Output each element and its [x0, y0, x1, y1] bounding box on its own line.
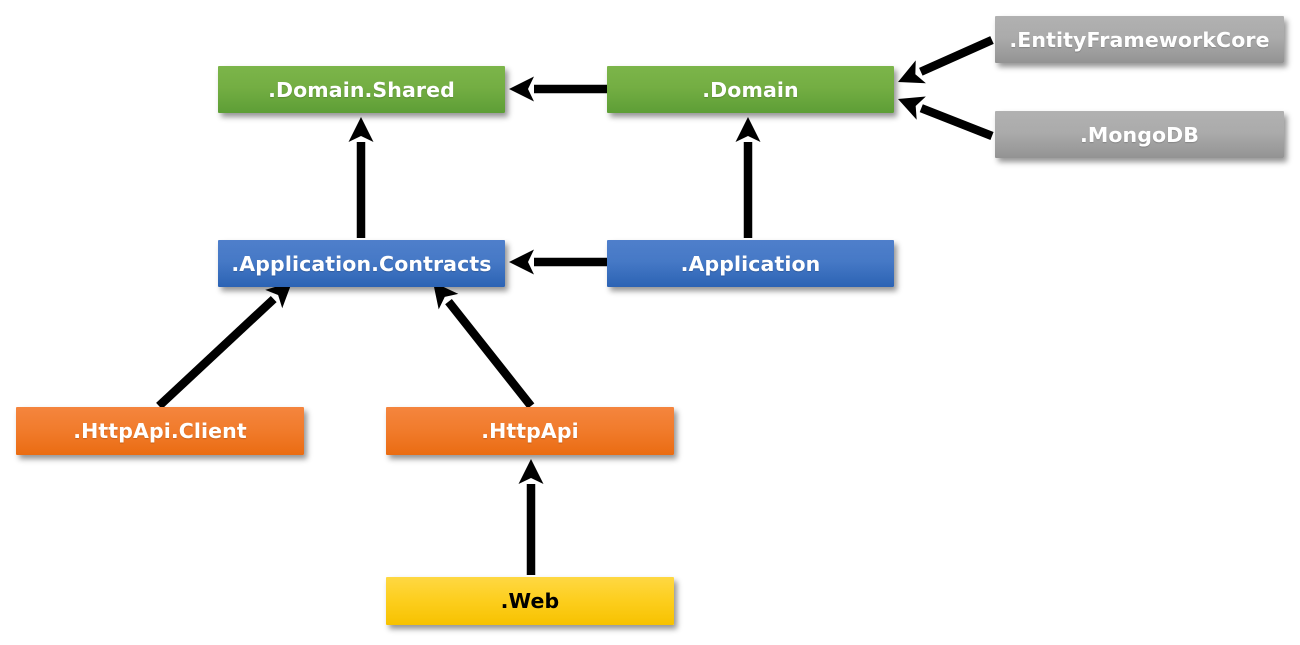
node-application[interactable]: .Application: [607, 240, 894, 287]
node-httpapi-client[interactable]: .HttpApi.Client: [16, 407, 304, 455]
edge-efcore-to-domain: [898, 36, 994, 84]
edge-web-to-httpapi: [518, 459, 544, 575]
node-domain[interactable]: .Domain: [607, 66, 894, 113]
node-entityframeworkcore[interactable]: .EntityFrameworkCore: [995, 16, 1284, 63]
node-label: .Domain.Shared: [268, 77, 455, 102]
node-httpapi[interactable]: .HttpApi: [386, 407, 674, 455]
node-label: .Application: [680, 251, 821, 276]
edge-application-to-contracts: [509, 249, 607, 275]
node-label: .EntityFrameworkCore: [1009, 27, 1270, 52]
edge-application-to-domain: [735, 117, 761, 238]
edge-httpapi-client-to-contracts: [156, 282, 292, 410]
node-web[interactable]: .Web: [386, 577, 674, 625]
node-label: .Application.Contracts: [231, 251, 492, 276]
node-label: .Web: [500, 589, 560, 613]
edge-mongodb-to-domain: [898, 96, 994, 140]
edge-httpapi-to-contracts: [433, 282, 535, 409]
node-mongodb[interactable]: .MongoDB: [995, 111, 1284, 158]
node-label: .Domain: [702, 77, 799, 102]
node-domain-shared[interactable]: .Domain.Shared: [218, 66, 505, 113]
node-application-contracts[interactable]: .Application.Contracts: [218, 240, 505, 287]
node-label: .MongoDB: [1079, 122, 1200, 147]
node-label: .HttpApi.Client: [73, 419, 247, 443]
node-label: .HttpApi: [481, 419, 579, 443]
edge-domain-to-domain-shared: [509, 76, 607, 102]
edge-contracts-to-domain-shared: [348, 117, 374, 238]
